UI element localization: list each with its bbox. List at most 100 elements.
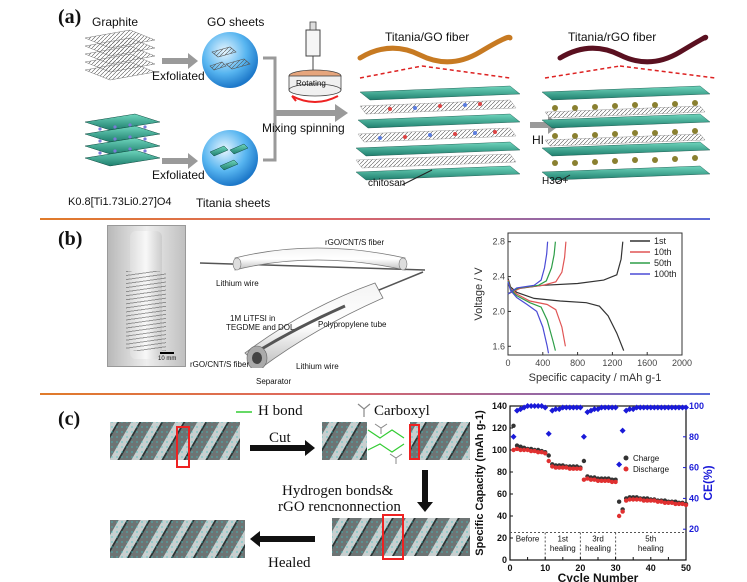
capacity-point-discharge: [553, 465, 558, 470]
hydrogen-line2: rGO rencnonnection: [278, 499, 401, 515]
x-tick-label: 1200: [602, 358, 622, 368]
capacity-point-discharge: [676, 501, 682, 507]
y-tick-label: 40: [497, 511, 507, 521]
ce-point: [573, 404, 580, 411]
capacity-point-discharge: [609, 479, 615, 485]
ce-point: [595, 406, 601, 413]
capacity-point-charge: [518, 444, 523, 449]
x-tick-label: 0: [505, 358, 510, 368]
x-tick-label: 1600: [637, 358, 657, 368]
region-label: 1st: [557, 534, 568, 543]
capacity-point-discharge: [539, 450, 544, 455]
ce-point: [609, 404, 616, 411]
x-tick-label: 2000: [672, 358, 692, 368]
capacity-point-discharge: [585, 476, 590, 481]
capacity-point-charge: [514, 443, 520, 448]
capacity-point-discharge: [571, 466, 576, 471]
lithium-wire-top-label: Lithium wire: [216, 279, 259, 288]
ce-point: [651, 404, 658, 411]
ce-point: [517, 406, 524, 413]
ce-point: [559, 404, 566, 411]
capacity-point-discharge: [532, 448, 537, 454]
legend-label: 100th: [654, 269, 677, 279]
capacity-point-discharge: [638, 497, 643, 502]
titania-go-structure: [355, 85, 521, 181]
arrow-down: [417, 470, 433, 512]
y2-tick-label: 20: [689, 524, 699, 534]
y-tick-label: 0: [502, 555, 507, 565]
ce-point: [535, 403, 542, 409]
legend-marker: [623, 455, 629, 461]
capacity-point-discharge: [525, 447, 530, 453]
y2-tick-label: 80: [689, 432, 699, 442]
ce-point: [605, 404, 612, 411]
capacity-point-discharge: [550, 464, 555, 469]
capacity-point-discharge: [574, 466, 580, 471]
x-axis-label: Cycle Number: [558, 571, 639, 582]
formula-label: K0.8[Ti1.73Li0.27]O4: [68, 196, 172, 208]
capacity-point-discharge: [634, 497, 639, 502]
ce-point: [661, 404, 668, 411]
ce-point: [675, 404, 682, 411]
ce-point: [587, 407, 594, 414]
region-label: healing: [638, 544, 664, 553]
capacity-point-discharge: [557, 465, 562, 470]
ce-point: [580, 433, 587, 440]
capacity-point-discharge: [546, 458, 551, 464]
x-tick-label: 0: [507, 563, 512, 573]
ce-point: [633, 404, 640, 411]
capacity-point-discharge: [518, 447, 523, 453]
ce-point: [612, 404, 619, 411]
ce-point: [556, 406, 563, 413]
ce-point: [542, 404, 549, 411]
spinning-apparatus: [288, 21, 342, 103]
graphite-stack: [84, 29, 156, 81]
capacity-point-discharge: [620, 509, 625, 514]
ce-point: [570, 404, 577, 411]
legend-label: Charge: [633, 454, 660, 463]
panel-b-label: (b): [58, 228, 83, 250]
panel-a-illustration: [84, 21, 716, 186]
ce-point: [644, 404, 651, 411]
ce-point: [626, 406, 633, 413]
titania-rgo-fiber: [557, 34, 709, 65]
ce-point: [683, 404, 689, 411]
ce-point: [637, 404, 644, 411]
electrolyte-line2: TEGDME and DOL: [226, 323, 295, 332]
ce-point: [672, 404, 679, 411]
capacity-point-discharge: [535, 450, 541, 455]
capacity-point-discharge: [599, 478, 604, 483]
carboxyl-label: Carboxyl: [374, 403, 430, 419]
capacity-point-discharge: [662, 500, 668, 505]
ce-point: [640, 404, 647, 411]
exfoliated-top-label: Exfoliated: [152, 69, 205, 83]
ce-point: [577, 404, 584, 411]
capacity-point-discharge: [666, 500, 671, 505]
divider-a-b: [40, 218, 710, 220]
scale-bar-label: 10 mm: [158, 356, 177, 362]
capacity-point-discharge: [602, 478, 608, 483]
y-tick-label: 100: [492, 445, 507, 455]
fiber-coil-photo: [107, 225, 186, 367]
titanate-stack: [84, 113, 161, 167]
y-tick-label: 1.6: [492, 341, 505, 351]
ce-point: [679, 404, 686, 411]
electrolyte-line1: 1M LiTFSI in: [230, 314, 276, 323]
capacity-point-discharge: [567, 466, 573, 471]
ce-point: [563, 404, 570, 411]
capacity-point-discharge: [652, 498, 657, 503]
capacity-point-charge: [511, 423, 516, 428]
titania-sphere: [202, 130, 258, 186]
y-axis-label: Specific Capacity (mAh g-1): [474, 410, 486, 556]
go-sheets-label: GO sheets: [207, 15, 265, 29]
capacity-point-discharge: [641, 498, 646, 503]
go-sphere: [202, 32, 258, 88]
capacity-point-discharge: [659, 499, 664, 504]
y-tick-label: 20: [497, 533, 507, 543]
titania-go-fiber: [357, 34, 513, 65]
capacity-point-discharge: [645, 498, 650, 503]
y-tick-label: 80: [497, 467, 507, 477]
region-label: 5th: [645, 534, 656, 543]
